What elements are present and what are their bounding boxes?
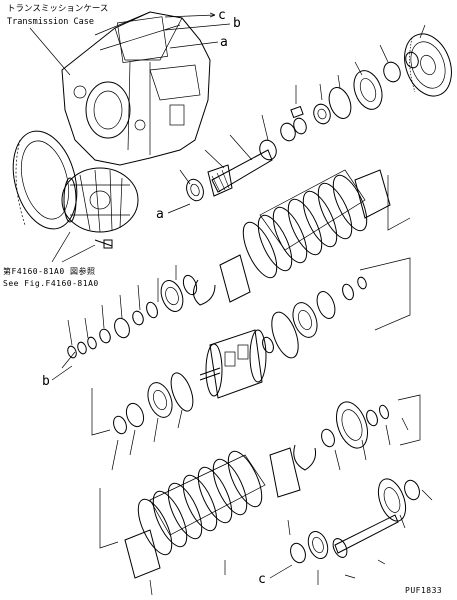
leader-lines-lower-left bbox=[111, 409, 183, 471]
plate-left-upper bbox=[219, 254, 251, 303]
callout-a-mid: a bbox=[156, 203, 191, 222]
clutch-carrier bbox=[205, 329, 267, 399]
small-parts-row-left bbox=[67, 274, 198, 359]
leader-lines-bottom-right bbox=[317, 489, 433, 585]
ring-gear bbox=[12, 130, 78, 230]
svg-text:a: a bbox=[220, 35, 228, 50]
output-bearings bbox=[290, 530, 329, 564]
differential-assembly bbox=[61, 167, 139, 233]
callout-b-mid: b bbox=[42, 351, 76, 389]
pinion-bearing bbox=[186, 178, 204, 202]
reference-english: See Fig.F4160-81A0 bbox=[3, 279, 99, 288]
callout-a-top: a bbox=[169, 35, 228, 50]
diagram-code: PUF1833 bbox=[405, 586, 442, 595]
bracket-upper bbox=[387, 175, 411, 231]
pinion-shaft bbox=[207, 149, 273, 197]
svg-text:b: b bbox=[42, 374, 50, 389]
svg-text:a: a bbox=[156, 207, 164, 222]
clutch-pack-upper bbox=[242, 169, 368, 279]
callout-b-top: b bbox=[164, 16, 241, 31]
bracket-left-lower bbox=[91, 388, 111, 436]
shaft-small bbox=[199, 367, 221, 381]
svg-text:c: c bbox=[258, 572, 266, 587]
bracket-lower-left bbox=[99, 488, 119, 549]
title-japanese: トランスミッションケース bbox=[7, 4, 108, 14]
bracket-middle bbox=[359, 257, 411, 331]
plate-left-lower bbox=[124, 529, 161, 579]
output-shaft bbox=[332, 514, 399, 558]
lower-left-parts bbox=[113, 372, 194, 435]
leader-lines-left-row bbox=[67, 265, 177, 346]
callout-c-bottom: c bbox=[258, 564, 293, 587]
pinion-parts-row bbox=[259, 51, 419, 161]
middle-right-parts bbox=[262, 276, 367, 359]
bracket-right-lower bbox=[397, 394, 421, 446]
output-gear bbox=[377, 478, 420, 522]
gear-middle-right bbox=[269, 401, 389, 498]
large-gear-top-right bbox=[404, 33, 452, 97]
reference-japanese: 第F4160-81A0 図参照 bbox=[3, 266, 95, 276]
transmission-case bbox=[61, 11, 211, 166]
snap-ring-upper bbox=[193, 279, 216, 306]
clutch-pack-lower bbox=[137, 450, 266, 556]
svg-text:c: c bbox=[218, 8, 226, 23]
svg-text:b: b bbox=[233, 16, 241, 31]
title-english: Transmission Case bbox=[7, 17, 94, 27]
bolt bbox=[94, 239, 113, 249]
plate-right-upper bbox=[354, 169, 391, 219]
callout-c-top: c bbox=[164, 8, 226, 23]
leader-lines-mid-right bbox=[334, 417, 409, 471]
leader-lines-top bbox=[179, 24, 426, 185]
